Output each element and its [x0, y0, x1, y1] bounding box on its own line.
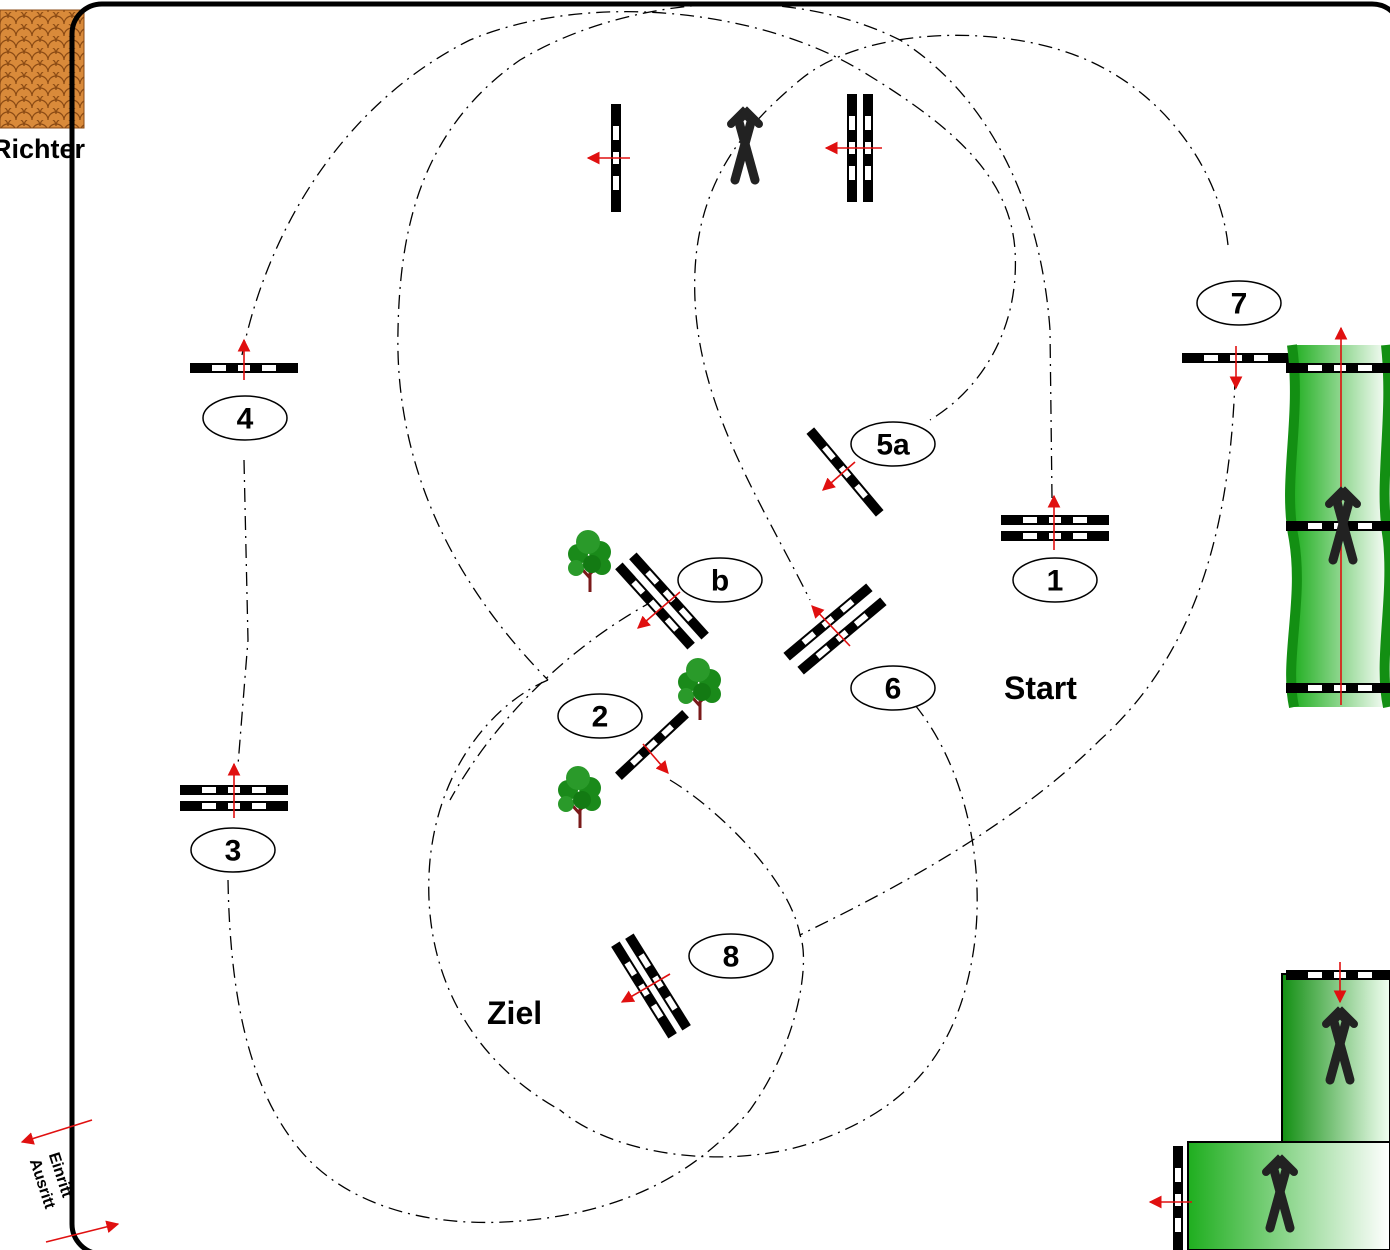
obstacle-4-number: 4: [237, 403, 254, 436]
crossed-poles-icon: [731, 112, 759, 180]
obstacle-2-number: 2: [592, 701, 609, 734]
bank-lower: [1187, 1141, 1390, 1250]
obstacle-1: 1: [1001, 494, 1109, 603]
obstacle-2: 2: [557, 693, 689, 780]
obstacle-1-number: 1: [1047, 565, 1064, 598]
arena-border: [69, 1, 1390, 1250]
obstacle-5a-number: 5a: [876, 429, 910, 462]
tree-3: [556, 764, 603, 830]
obstacle-b: b: [615, 552, 763, 650]
obstacle-6-number: 6: [885, 673, 902, 706]
obstacle-7-number: 7: [1231, 288, 1248, 321]
obstacle-b-number: b: [711, 565, 729, 598]
spare-oxer: [824, 94, 882, 202]
hedge-obstacle: [1285, 326, 1390, 709]
obstacle-3-number: 3: [225, 835, 242, 868]
obstacle-3: 3: [180, 762, 288, 873]
entry-arrow: [20, 1119, 93, 1145]
obstacle-7: 7: [1182, 280, 1290, 390]
exit-arrow: [45, 1220, 120, 1243]
tree-2: [676, 656, 723, 722]
tree-1: [566, 528, 613, 594]
bank-obstacle: [1148, 962, 1390, 1250]
spare-vertical: [586, 104, 630, 212]
obstacle-8-number: 8: [723, 941, 740, 974]
obstacle-4: 4: [190, 338, 298, 441]
course-route: [227, 3, 1236, 1224]
obstacle-6: 6: [783, 583, 936, 711]
obstacle-5a: 5a: [806, 421, 936, 517]
finish-label: Ziel: [487, 995, 542, 1031]
start-label: Start: [1004, 670, 1077, 706]
obstacle-8: 8: [611, 933, 774, 1039]
